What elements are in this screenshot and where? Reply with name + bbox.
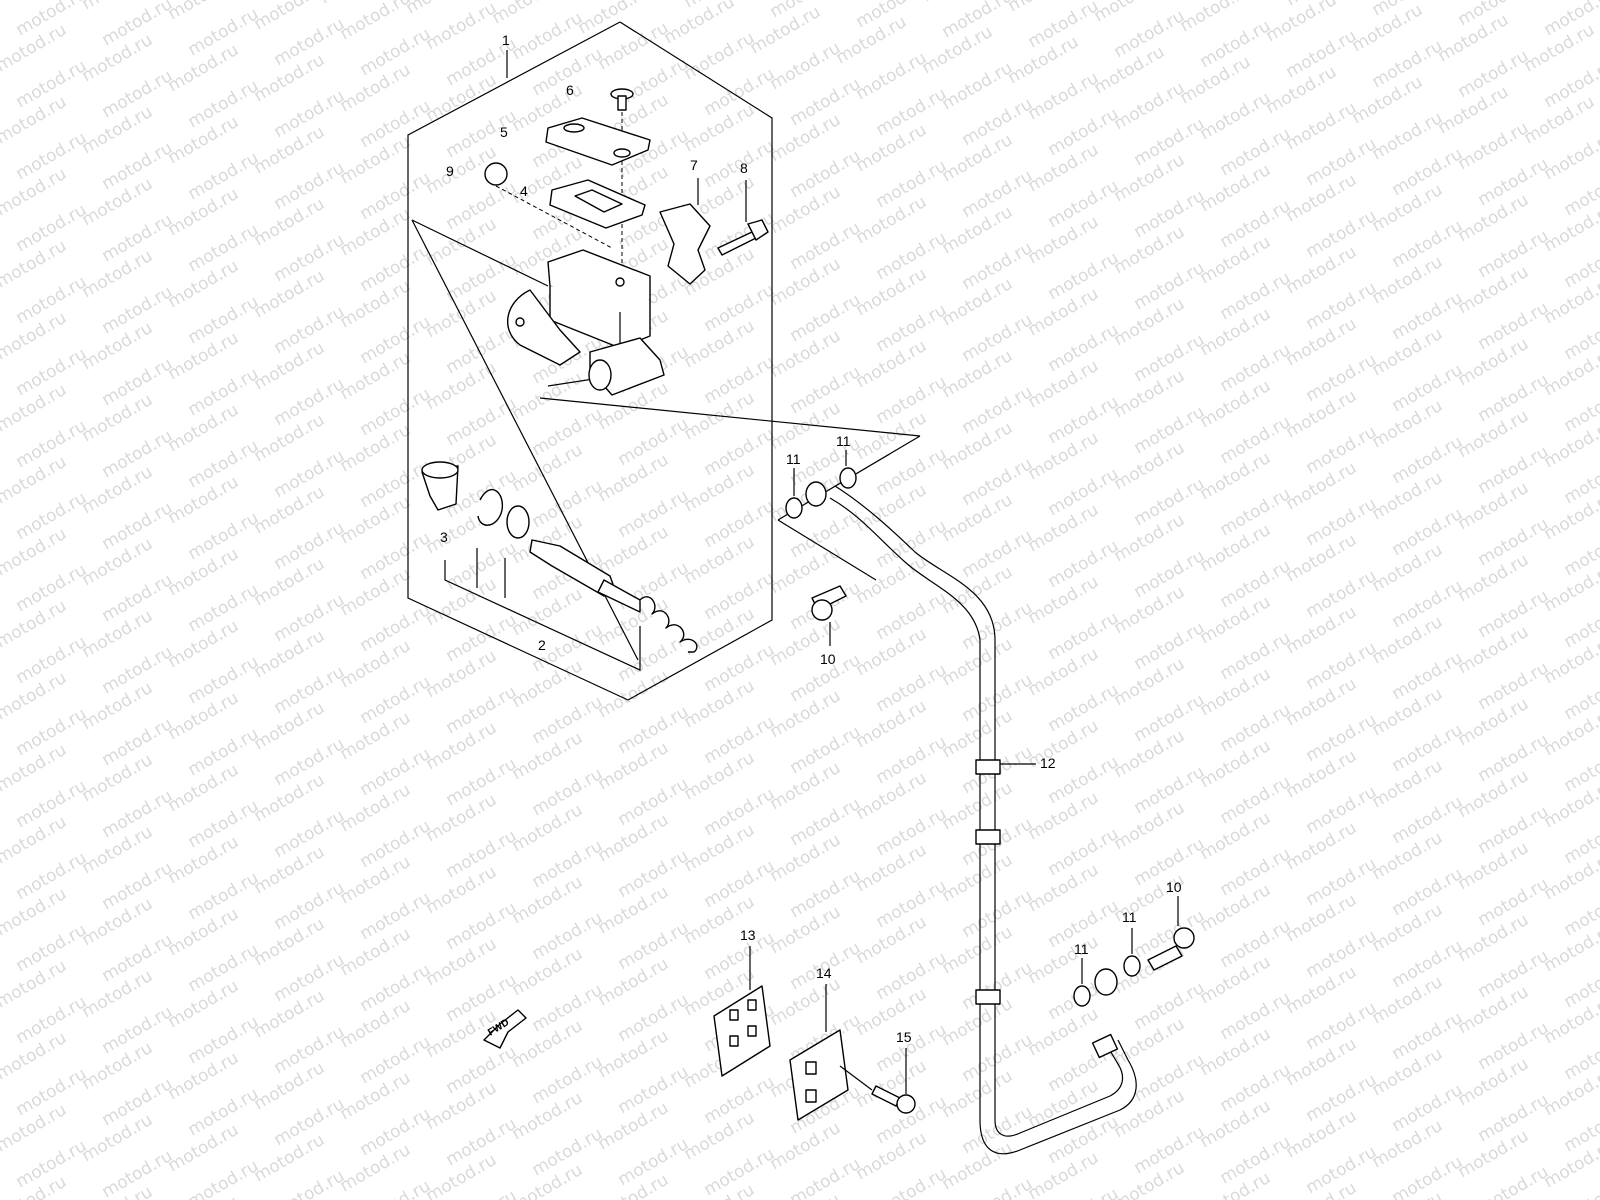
callout-6: 6 bbox=[566, 82, 574, 98]
callout-9: 9 bbox=[446, 163, 454, 179]
callout-10a: 10 bbox=[820, 651, 836, 667]
float-part-9 bbox=[484, 162, 508, 186]
callout-15: 15 bbox=[896, 1029, 912, 1045]
assembly-outline bbox=[407, 21, 773, 701]
callout-11d: 11 bbox=[1122, 909, 1137, 925]
guide-line bbox=[411, 219, 549, 287]
piston-assembly-part-2 bbox=[529, 539, 698, 653]
washer-part-11 bbox=[1123, 955, 1141, 977]
callout-8: 8 bbox=[740, 160, 748, 176]
callout-14: 14 bbox=[816, 965, 832, 981]
bracket-part-14 bbox=[789, 1029, 849, 1121]
callout-4: 4 bbox=[520, 183, 528, 199]
guide-line bbox=[777, 519, 877, 581]
bolt-part-15 bbox=[871, 1085, 916, 1114]
callout-5: 5 bbox=[500, 124, 508, 140]
callout-11a: 11 bbox=[786, 451, 801, 467]
washer-part-11 bbox=[1073, 985, 1091, 1007]
bolt-part-8 bbox=[717, 219, 769, 256]
brake-hose-part-12 bbox=[829, 485, 1137, 1155]
callout-12: 12 bbox=[1040, 755, 1056, 771]
washer-part-11 bbox=[805, 481, 827, 507]
washer-part-11 bbox=[1094, 968, 1118, 996]
circlip bbox=[477, 488, 504, 526]
bracket-part-13 bbox=[713, 985, 771, 1077]
washer-part-11 bbox=[839, 467, 857, 489]
washer-part-11 bbox=[785, 497, 803, 519]
boot-part-3 bbox=[421, 461, 459, 511]
banjo-bolt-part-10 bbox=[1147, 927, 1195, 971]
callout-13: 13 bbox=[740, 927, 756, 943]
banjo-bolt-part-10 bbox=[811, 585, 847, 621]
callout-2: 2 bbox=[538, 637, 546, 653]
screw-part-6 bbox=[610, 88, 634, 111]
callout-10b: 10 bbox=[1166, 879, 1182, 895]
callout-11c: 11 bbox=[1074, 941, 1089, 957]
callout-1: 1 bbox=[502, 32, 510, 48]
clamp-part-7 bbox=[659, 203, 711, 285]
master-cylinder-body bbox=[506, 249, 665, 396]
washer bbox=[506, 505, 530, 539]
guide-line bbox=[539, 397, 921, 437]
callout-7: 7 bbox=[690, 157, 698, 173]
callout-3: 3 bbox=[440, 529, 448, 545]
callout-11b: 11 bbox=[836, 433, 851, 449]
